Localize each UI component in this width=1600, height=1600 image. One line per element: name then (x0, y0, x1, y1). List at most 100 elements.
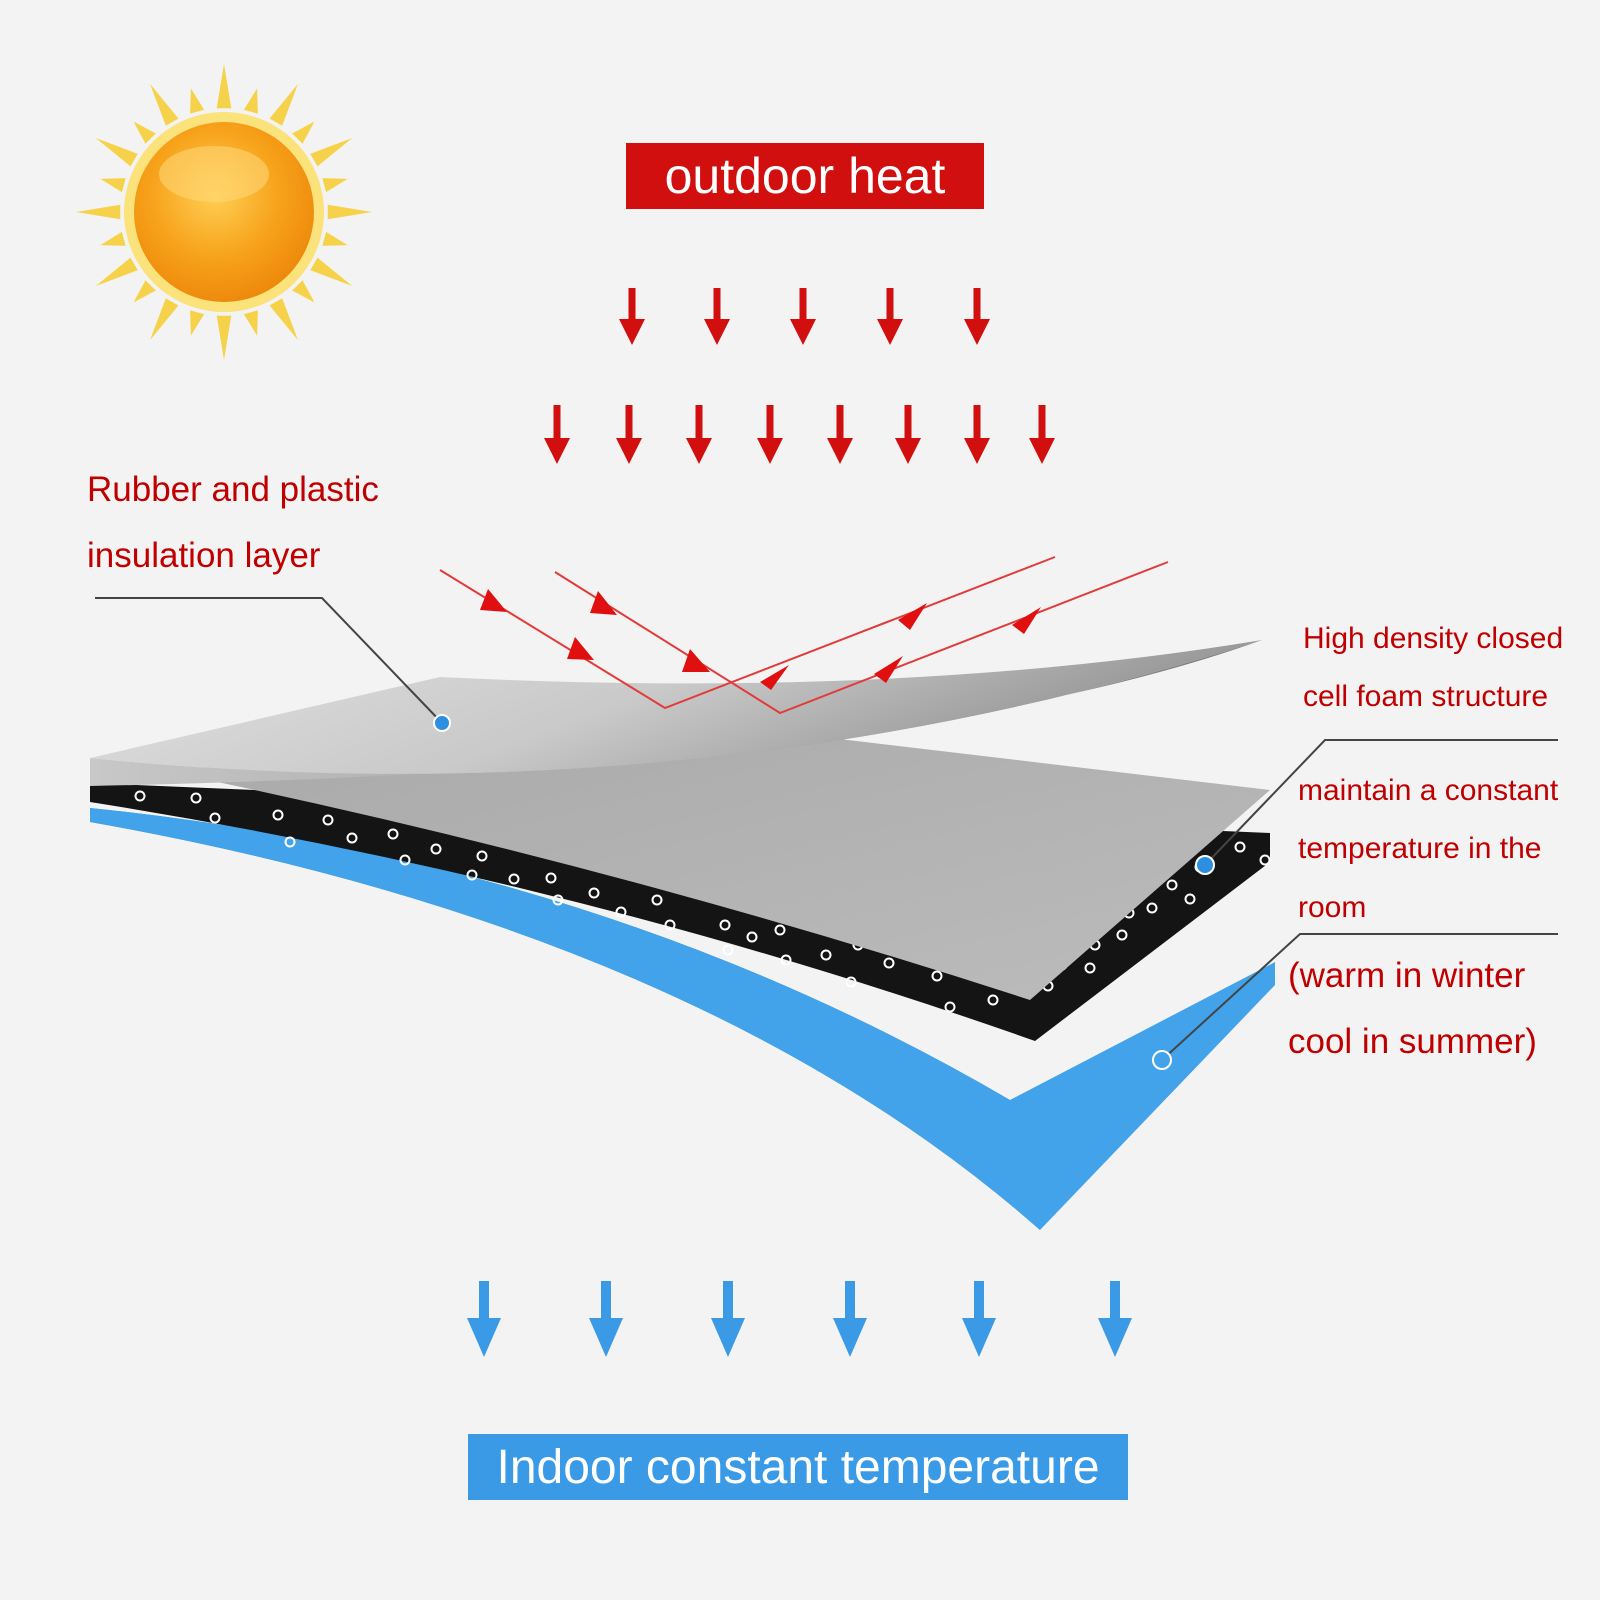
sun-ray (76, 204, 121, 220)
sun-ray (216, 315, 232, 360)
constant-label-line2: temperature in the (1298, 832, 1542, 865)
foam-bubble (931, 970, 943, 982)
sun-ray (190, 310, 205, 336)
down-arrow-red-icon (544, 405, 570, 464)
foam-bubble (284, 836, 296, 848)
sun-icon (76, 64, 372, 360)
down-arrow-red-icon (686, 405, 712, 464)
foam-bubble (346, 832, 358, 844)
sun-ray (327, 204, 372, 220)
foam-bubble (615, 906, 627, 918)
foam-bubble (552, 894, 564, 906)
sun-ray (269, 83, 298, 126)
sun-ray (95, 138, 138, 167)
sun-ray (100, 231, 126, 246)
down-arrow-red-icon (704, 288, 730, 345)
foam-bubble (508, 873, 520, 885)
sun-ray (243, 310, 258, 336)
down-arrow-red-icon (964, 405, 990, 464)
foam-bubble (883, 957, 895, 969)
foam-bubble (1234, 841, 1246, 853)
sun-ray (310, 138, 353, 167)
down-arrow-red-icon (895, 405, 921, 464)
blue-base-layer-top (90, 808, 1275, 1230)
indoor-temperature-text: Indoor constant temperature (496, 1440, 1100, 1494)
foam-bubble (1146, 902, 1158, 914)
foam-bubble (1116, 929, 1128, 941)
foam-label-line2: cell foam structure (1303, 680, 1549, 713)
foam-bubble (322, 814, 334, 826)
sun-ray (310, 257, 353, 286)
season-label-line2: cool in summer) (1288, 1022, 1537, 1061)
season-label-line1: (warm in winter (1288, 956, 1526, 995)
rubber-label-line2: insulation layer (87, 536, 321, 575)
foam-bubble (944, 1001, 956, 1013)
down-arrow-blue-icon (962, 1281, 996, 1357)
sun-ray (243, 88, 258, 114)
rubber-label-line1: Rubber and plastic (87, 470, 379, 509)
indoor-temperature-banner: Indoor constant temperature (468, 1434, 1128, 1500)
sun-ray (292, 280, 315, 303)
sun-highlight (159, 146, 269, 202)
sun-ray (269, 298, 298, 341)
sun-ray (190, 88, 205, 114)
foam-bubble (1166, 879, 1178, 891)
down-arrow-blue-icon (467, 1281, 501, 1357)
sun-ray (133, 280, 156, 303)
foam-bubble (272, 809, 284, 821)
foam-bubble (820, 949, 832, 961)
foam-bubble (588, 887, 600, 899)
foam-marker-dot (1195, 855, 1215, 875)
ray-arrowheads (480, 589, 1041, 690)
down-arrow-red-icon (877, 288, 903, 345)
outdoor-heat-banner: outdoor heat (626, 143, 984, 209)
down-arrow-red-icon (964, 288, 990, 345)
down-arrow-blue-icon (1098, 1281, 1132, 1357)
down-arrow-blue-icon (589, 1281, 623, 1357)
constant-label-line1: maintain a constant (1298, 774, 1559, 807)
foam-bubble (134, 790, 146, 802)
down-arrow-red-icon (757, 405, 783, 464)
outdoor-heat-text: outdoor heat (664, 148, 946, 204)
blue-marker-dot (1152, 1050, 1172, 1070)
foam-bubble (190, 792, 202, 804)
foam-label-line1: High density closed (1303, 622, 1564, 655)
foam-bubble (476, 850, 488, 862)
foam-bubble (780, 954, 792, 966)
foam-bubbles (134, 790, 1271, 1013)
foam-bubble (1184, 893, 1196, 905)
foam-bubble (466, 869, 478, 881)
foam-bubble (1084, 962, 1096, 974)
foam-bubble (722, 944, 734, 956)
foam-bubble (399, 854, 411, 866)
down-arrow-red-icon (619, 288, 645, 345)
foam-bubble (719, 919, 731, 931)
sun-ray (150, 298, 179, 341)
down-arrow-red-icon (1029, 405, 1055, 464)
leader-lines (95, 597, 1558, 1061)
foam-bubble (746, 931, 758, 943)
foam-bubble (430, 843, 442, 855)
sun-ray (100, 178, 126, 193)
cool-arrows (467, 1281, 1132, 1357)
foam-bubble (651, 894, 663, 906)
foam-bubble (845, 976, 857, 988)
foil-marker-dot (433, 714, 451, 732)
sun-ray (322, 178, 348, 193)
sun-ray (95, 257, 138, 286)
down-arrow-blue-icon (711, 1281, 745, 1357)
sun-ray (216, 64, 232, 109)
down-arrow-blue-icon (833, 1281, 867, 1357)
foam-bubble (545, 872, 557, 884)
foam-bubble (209, 812, 221, 824)
sun-ray (133, 121, 156, 144)
foil-layer (90, 640, 1262, 774)
foam-bubble (664, 919, 676, 931)
sun-ray (292, 121, 315, 144)
gray-panel (160, 732, 1270, 1000)
reflected-rays (439, 556, 1169, 715)
foam-bubble (1259, 854, 1271, 866)
sun-ray (322, 231, 348, 246)
down-arrow-red-icon (827, 405, 853, 464)
